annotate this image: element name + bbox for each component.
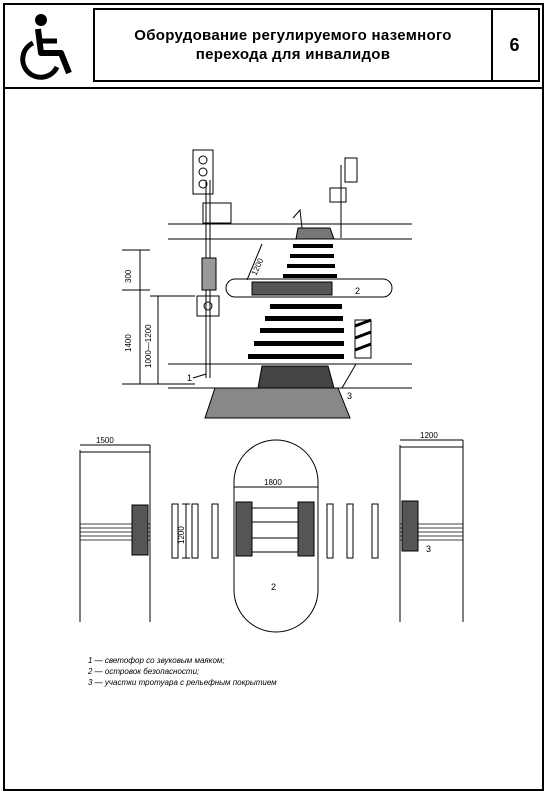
dim-1200-right: 1200 bbox=[420, 431, 438, 440]
title-box: Оборудование регулируемого наземного пер… bbox=[93, 8, 493, 82]
marker-3-plan: 3 bbox=[426, 544, 431, 554]
dim-1200-diag: 1200 bbox=[250, 256, 266, 276]
sheet-frame bbox=[3, 3, 544, 791]
dim-1800: 1800 bbox=[264, 478, 282, 487]
plan-view bbox=[79, 439, 464, 633]
dim-1200-vertical: 1200 bbox=[177, 526, 186, 544]
sheet-number-box: 6 bbox=[491, 8, 540, 82]
marker-2-plan: 2 bbox=[271, 582, 276, 592]
marker-1: 1 bbox=[187, 373, 192, 383]
dim-1500: 1500 bbox=[96, 436, 114, 445]
marker-3-persp: 3 bbox=[347, 391, 352, 401]
dim-1400: 1400 bbox=[124, 334, 133, 352]
legend: 1 — светофор со звуковым маяком; 2 — ост… bbox=[88, 655, 277, 688]
header: Оборудование регулируемого наземного пер… bbox=[3, 3, 544, 89]
perspective-view bbox=[122, 149, 412, 419]
legend-item-2: 2 — островок безопасности; bbox=[88, 667, 200, 676]
legend-item-1: 1 — светофор со звуковым маяком; bbox=[88, 656, 225, 665]
page-title: Оборудование регулируемого наземного пер… bbox=[134, 27, 452, 63]
legend-item-3: 3 — участки тротуара с рельефным покрыти… bbox=[88, 678, 277, 687]
dim-1000-1200: 1000—1200 bbox=[144, 324, 153, 368]
wheelchair-icon bbox=[20, 14, 72, 80]
marker-2-persp: 2 bbox=[355, 286, 360, 296]
dim-300: 300 bbox=[124, 269, 133, 283]
sheet-number: 6 bbox=[509, 34, 520, 55]
